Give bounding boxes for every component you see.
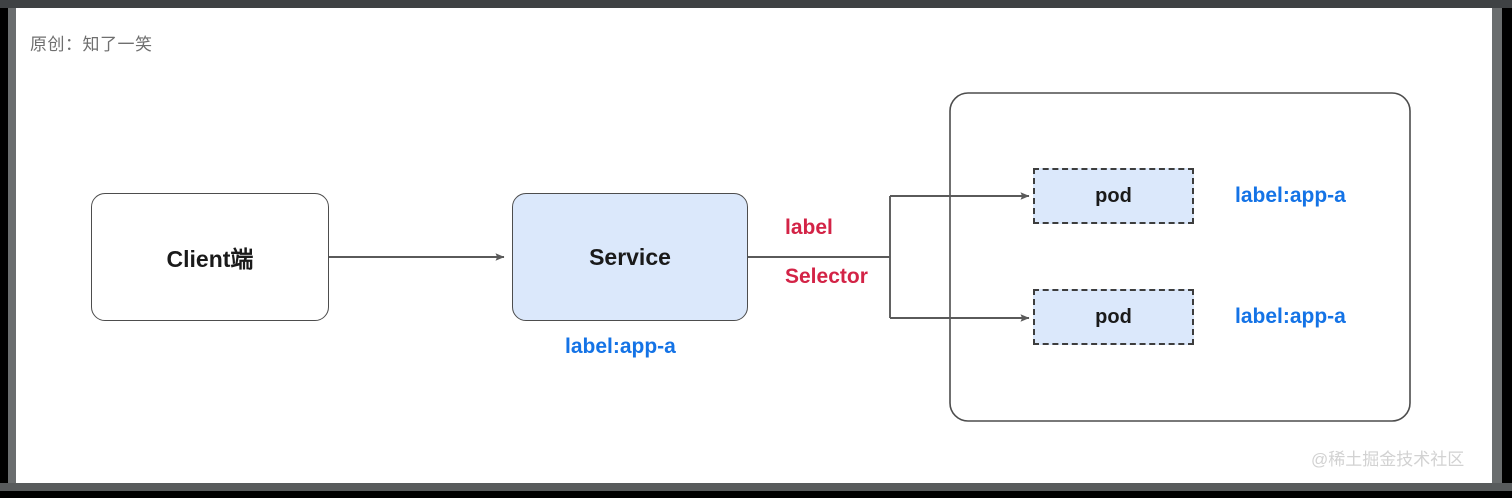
node-pod-1[interactable]: pod	[1033, 168, 1194, 224]
window-frame-left	[8, 8, 16, 483]
window-frame-right-outer	[1502, 8, 1512, 483]
window-frame-bottom	[0, 483, 1512, 492]
node-service[interactable]: Service	[512, 193, 748, 321]
label-selector-line-2: Selector	[785, 265, 868, 288]
diagram-connectors	[329, 92, 1411, 422]
author-credit: 原创：知了一笑	[30, 35, 153, 54]
node-pod-2[interactable]: pod	[1033, 289, 1194, 345]
diagram-canvas: 原创：知了一笑 Client端 Service pod pod	[16, 8, 1492, 483]
label-selector-line-1: label	[785, 216, 833, 239]
site-watermark: @稀土掘金技术社区	[1311, 450, 1465, 469]
node-client[interactable]: Client端	[91, 193, 329, 321]
window-frame-right	[1492, 8, 1502, 483]
service-label-tag: label:app-a	[565, 335, 676, 358]
pod-group-container	[949, 92, 1411, 422]
window-frame-left-outer	[0, 8, 8, 483]
pod-1-label-tag: label:app-a	[1235, 184, 1346, 207]
window-frame-bottom-outer	[0, 491, 1512, 498]
window-frame-top	[0, 0, 1512, 8]
pod-2-label-tag: label:app-a	[1235, 305, 1346, 328]
